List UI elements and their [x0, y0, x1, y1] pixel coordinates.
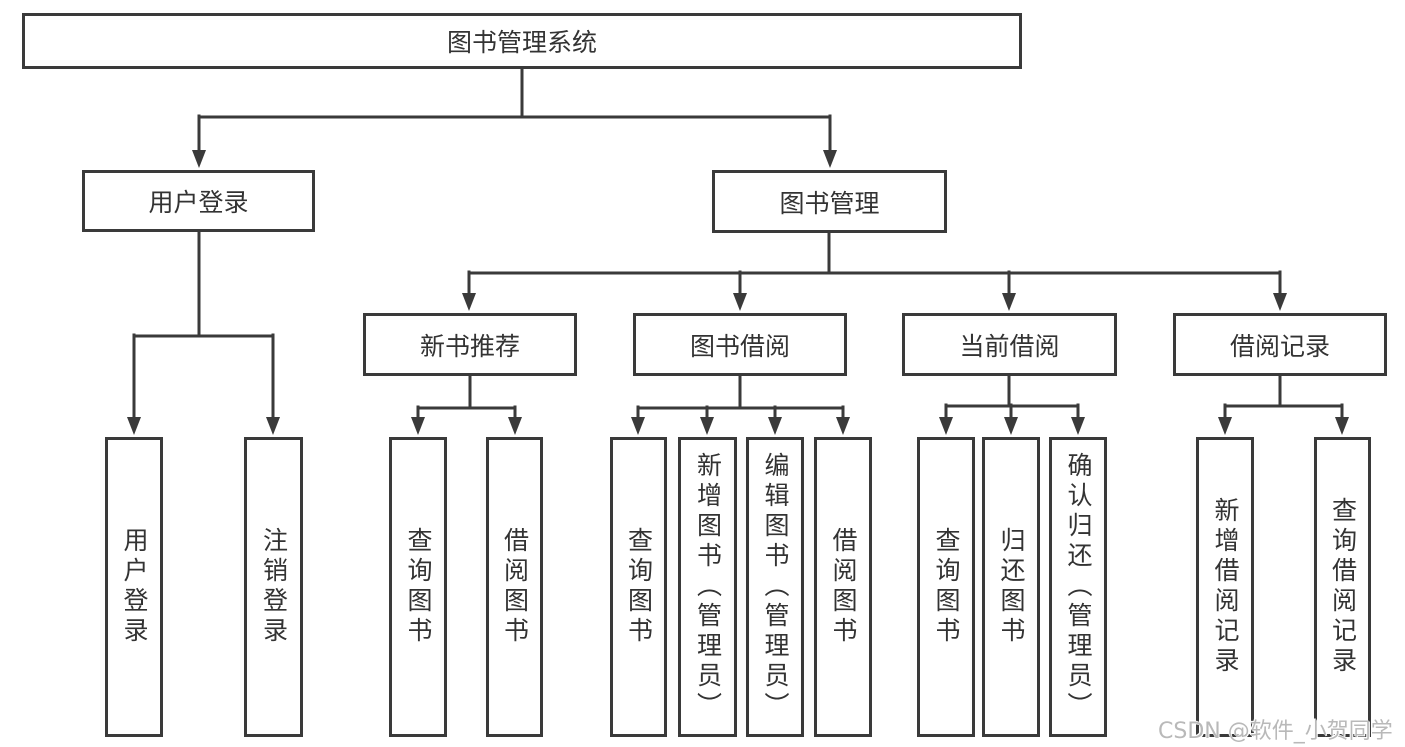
leaf-logout: 注销登录 [244, 437, 303, 737]
node-library-system: 图书管理系统 [22, 13, 1022, 69]
connector-current-borrowing-children [939, 374, 1085, 435]
leaf-return-books: 归还图书 [982, 437, 1040, 737]
node-user-login: 用户登录 [82, 170, 315, 232]
leaf-user-login: 用户登录 [105, 437, 163, 737]
node-borrowing-records: 借阅记录 [1173, 313, 1387, 376]
connector-book-mgmt-children [462, 231, 1287, 311]
connector-book-borrowing-children [631, 374, 850, 435]
leaf-query-books-current: 查询图书 [917, 437, 975, 737]
connector-borrow-records-children [1218, 374, 1349, 435]
node-book-management: 图书管理 [712, 170, 947, 233]
leaf-add-books-admin: 新增图书（管理员） [678, 437, 737, 737]
leaf-query-books-borrowing: 查询图书 [610, 437, 667, 737]
node-book-borrowing: 图书借阅 [633, 313, 847, 376]
node-current-borrowing: 当前借阅 [902, 313, 1117, 376]
leaf-add-borrow-record: 新增借阅记录 [1196, 437, 1254, 737]
leaf-borrow-books-recommend: 借阅图书 [486, 437, 543, 737]
connector-root-to-level2 [192, 67, 837, 168]
leaf-borrow-books-borrowing: 借阅图书 [814, 437, 872, 737]
leaf-query-borrow-record: 查询借阅记录 [1314, 437, 1371, 737]
connector-new-book-children [411, 374, 522, 435]
leaf-query-books-recommend: 查询图书 [389, 437, 447, 737]
leaf-edit-books-admin: 编辑图书（管理员） [746, 437, 804, 737]
csdn-watermark: CSDN @软件_小贺同学 [1158, 719, 1393, 744]
node-new-book-recommend: 新书推荐 [363, 313, 577, 376]
leaf-confirm-return-admin: 确认归还（管理员） [1049, 437, 1107, 737]
connector-user-login-children [127, 230, 280, 435]
